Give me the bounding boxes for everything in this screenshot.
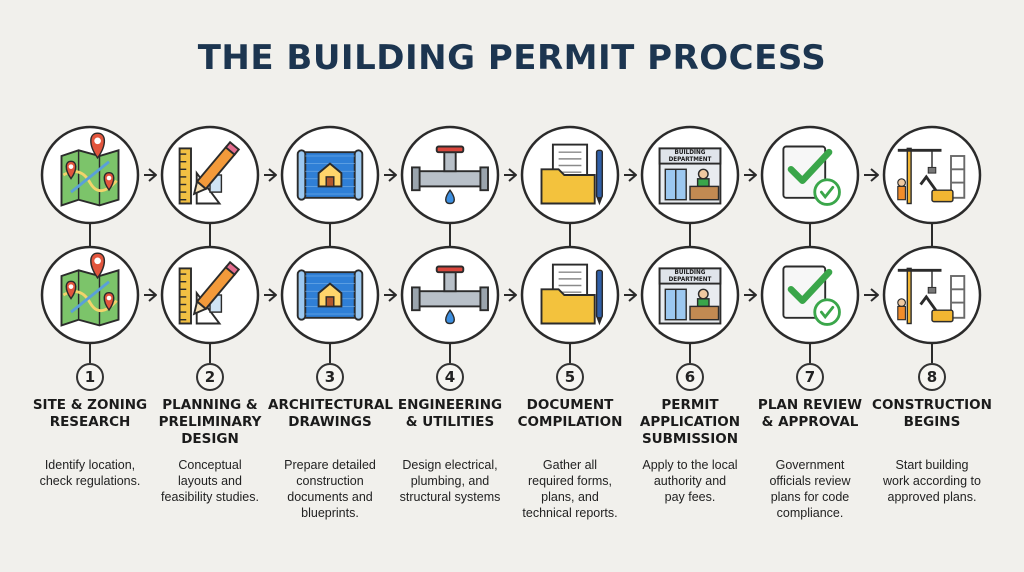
map-pin-icon: [60, 252, 120, 327]
step-title: ARCHITECTURAL DRAWINGS: [268, 397, 394, 430]
svg-text:DEPARTMENT: DEPARTMENT: [669, 277, 712, 283]
step-number-badge: 5: [556, 363, 584, 391]
arrow-right-icon: [624, 288, 637, 302]
pipe-valve-icon: [411, 145, 489, 205]
step-number-badge: 3: [316, 363, 344, 391]
ruler-pencil-icon: [178, 260, 241, 325]
step-description: Design electrical, plumbing, and structu…: [399, 458, 501, 504]
step-number-badge: 8: [918, 363, 946, 391]
step-number-badge: 4: [436, 363, 464, 391]
step-number-badge: 6: [676, 363, 704, 391]
step-label-group: ENGINEERING & UTILITIES Design electrical…: [388, 397, 512, 504]
pipe-valve-icon: [411, 265, 489, 325]
arrow-right-icon: [744, 168, 757, 182]
step-description: Prepare detailed construction documents …: [284, 458, 376, 520]
step-label-group: PERMIT APPLICATION SUBMISSION Apply to th…: [628, 397, 752, 504]
step-circle: [882, 125, 982, 225]
page-title: THE BUILDING PERMIT PROCESS: [197, 38, 827, 78]
step-number-badge: 2: [196, 363, 224, 391]
step-title: CONSTRUCTION BEGINS: [872, 397, 992, 430]
arrow-right-icon: [264, 168, 277, 182]
step-description: Government officials review plans for co…: [769, 458, 851, 520]
map-pin-icon: [60, 132, 120, 207]
svg-text:DEPARTMENT: DEPARTMENT: [669, 157, 712, 163]
checkmark-icon: [782, 145, 841, 206]
step-number-badge: 7: [796, 363, 824, 391]
checkmark-icon: [782, 265, 841, 326]
step-title: PERMIT APPLICATION SUBMISSION: [639, 397, 741, 447]
step-label-group: ARCHITECTURAL DRAWINGS Prepare detailed c…: [268, 397, 394, 520]
step-title: ENGINEERING & UTILITIES: [397, 397, 503, 430]
arrow-right-icon: [624, 168, 637, 182]
folder-icon: [540, 263, 604, 326]
step-description: Conceptual layouts and feasibility studi…: [161, 458, 259, 504]
arrow-right-icon: [864, 168, 879, 182]
arrow-right-icon: [504, 168, 517, 182]
arrow-right-icon: [504, 288, 517, 302]
arrow-right-icon: [144, 168, 157, 182]
crane-icon: [897, 147, 966, 205]
arrow-right-icon: [744, 288, 757, 302]
step-circle: [882, 245, 982, 345]
step-description: Apply to the local authority and pay fee…: [642, 458, 738, 504]
folder-icon: [540, 143, 604, 206]
ruler-pencil-icon: [178, 140, 241, 205]
arrow-right-icon: [864, 288, 879, 302]
step-number-badge: 1: [76, 363, 104, 391]
step-label-group: CONSTRUCTION BEGINS Start building work a…: [870, 397, 994, 504]
step-title: PLANNING & PRELIMINARY DESIGN: [158, 397, 262, 447]
crane-icon: [897, 267, 966, 325]
arrow-right-icon: [144, 288, 157, 302]
step-title: DOCUMENT COMPILATION: [517, 397, 623, 430]
arrow-right-icon: [384, 288, 397, 302]
step-label-group: PLANNING & PRELIMINARY DESIGN Conceptual …: [148, 397, 272, 504]
blueprint-icon: [296, 269, 364, 321]
svg-text:BUILDING: BUILDING: [675, 270, 706, 276]
blueprint-icon: [296, 149, 364, 201]
step-title: SITE & ZONING RESEARCH: [32, 397, 148, 430]
step-description: Identify location, check regulations.: [39, 458, 141, 488]
arrow-right-icon: [384, 168, 397, 182]
step-description: Start building work according to approve…: [883, 458, 981, 504]
svg-text:BUILDING: BUILDING: [675, 150, 706, 156]
step-label-group: DOCUMENT COMPILATION Gather all required …: [508, 397, 632, 520]
arrow-right-icon: [264, 288, 277, 302]
step-title: PLAN REVIEW & APPROVAL: [757, 397, 863, 430]
step-description: Gather all required forms, plans, and te…: [522, 458, 618, 520]
step-label-group: PLAN REVIEW & APPROVAL Government officia…: [748, 397, 872, 520]
step-label-group: SITE & ZONING RESEARCH Identify location,…: [28, 397, 152, 488]
